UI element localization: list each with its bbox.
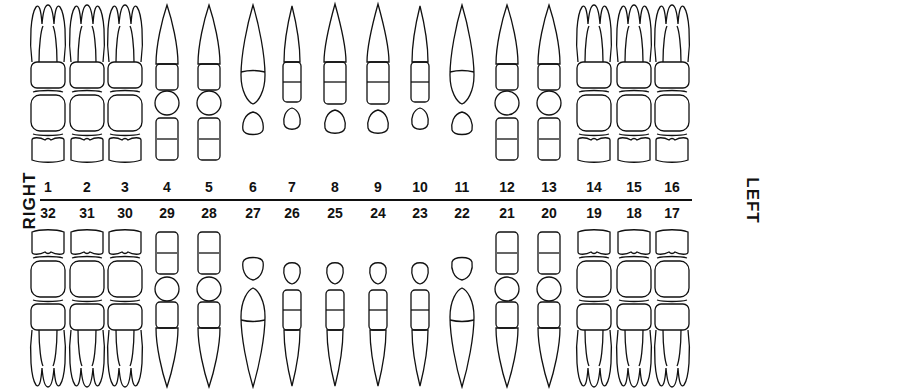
tooth-number: 31 xyxy=(79,206,95,220)
tooth-number: 13 xyxy=(541,180,557,194)
tooth-number: 11 xyxy=(455,180,470,194)
tooth-number: 1 xyxy=(44,180,52,194)
tooth-number: 24 xyxy=(370,206,386,220)
tooth-number: 21 xyxy=(499,206,515,220)
tooth-number: 22 xyxy=(454,206,470,220)
tooth-number: 5 xyxy=(205,180,213,194)
tooth-number: 28 xyxy=(201,206,217,220)
tooth-number: 7 xyxy=(288,180,296,194)
tooth-number: 15 xyxy=(626,180,642,194)
tooth-number: 32 xyxy=(40,206,56,220)
tooth-number: 30 xyxy=(117,206,133,220)
lower-teeth xyxy=(31,230,690,387)
tooth-number: 4 xyxy=(163,180,171,194)
tooth-number: 6 xyxy=(249,180,257,194)
tooth-number: 25 xyxy=(327,206,343,220)
tooth-number: 3 xyxy=(121,180,129,194)
tooth-number: 29 xyxy=(159,206,175,220)
midline xyxy=(40,199,692,201)
tooth-number: 2 xyxy=(83,180,91,194)
tooth-number: 17 xyxy=(664,206,680,220)
tooth-number: 27 xyxy=(245,206,261,220)
tooth-number: 9 xyxy=(374,180,382,194)
tooth-number: 20 xyxy=(541,206,557,220)
tooth-number: 10 xyxy=(412,180,428,194)
tooth-number: 16 xyxy=(664,180,680,194)
tooth-number: 19 xyxy=(586,206,602,220)
tooth-number: 14 xyxy=(586,180,602,194)
side-label: RIGHT xyxy=(21,171,38,229)
upper-teeth xyxy=(31,4,690,162)
tooth-number: 12 xyxy=(499,180,515,194)
tooth-number: 23 xyxy=(412,206,428,220)
side-label: LEFT xyxy=(744,177,761,224)
tooth-number: 8 xyxy=(331,180,339,194)
tooth-number: 26 xyxy=(284,206,300,220)
tooth-number: 18 xyxy=(626,206,642,220)
